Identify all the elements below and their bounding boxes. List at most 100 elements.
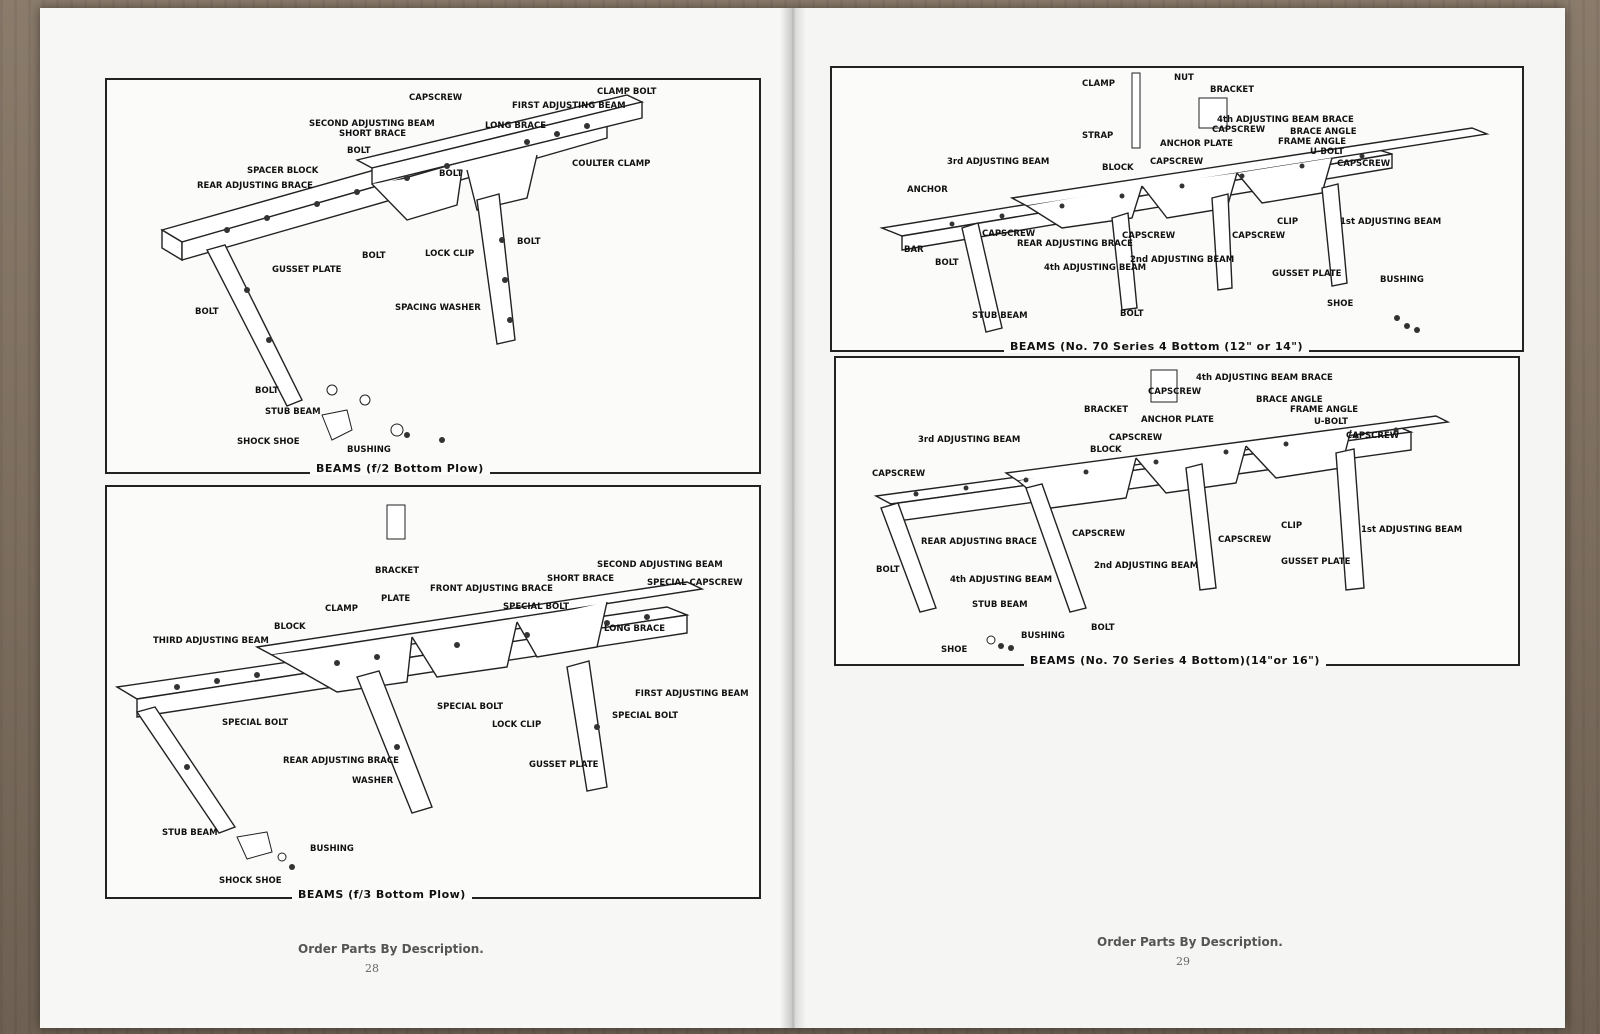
label-shock-shoe: SHOCK SHOE: [219, 876, 282, 886]
label-shoe: SHOE: [1327, 299, 1354, 309]
beam-assembly-illustration: [873, 369, 1451, 651]
page-number: 29: [1176, 955, 1190, 968]
label-capscrew: CAPSCREW: [1150, 157, 1204, 167]
label-rear-adjusting-brace: REAR ADJUSTING BRACE: [197, 181, 313, 191]
label-stub-beam: STUB BEAM: [162, 828, 218, 838]
label-capscrew: CAPSCREW: [1109, 433, 1163, 443]
label-bushing: BUSHING: [1021, 631, 1065, 641]
label-second-adjusting-beam: SECOND ADJUSTING BEAM: [597, 560, 723, 570]
label-special-bolt: SPECIAL BOLT: [437, 702, 504, 712]
label-stub-beam: STUB BEAM: [972, 311, 1028, 321]
label-4th-adjusting-beam-brace: 4th ADJUSTING BEAM BRACE: [1196, 373, 1333, 383]
label-capscrew: CAPSCREW: [1122, 231, 1176, 241]
open-parts-manual: CAPSCREW CLAMP BOLT FIRST ADJUSTING BEAM…: [40, 8, 1565, 1028]
label-coulter-clamp: COULTER CLAMP: [572, 159, 651, 169]
label-shock-shoe: SHOCK SHOE: [237, 437, 300, 447]
label-block: BLOCK: [274, 622, 306, 632]
label-bolt: BOLT: [255, 386, 279, 396]
label-bolt: BOLT: [439, 169, 463, 179]
label-2nd-adjusting-beam: 2nd ADJUSTING BEAM: [1130, 255, 1235, 265]
beam-assembly-illustration: [114, 504, 705, 870]
label-bar: BAR: [904, 245, 924, 255]
label-spacer-block: SPACER BLOCK: [247, 166, 319, 176]
diagram-frame-no70-12-14: CLAMP NUT BRACKET 4th ADJUSTING BEAM BRA…: [830, 66, 1524, 352]
book-gutter: [780, 8, 806, 1028]
label-block: BLOCK: [1102, 163, 1134, 173]
diagram-caption: BEAMS (No. 70 Series 4 Bottom)(14"or 16"…: [1024, 654, 1326, 667]
label-special-bolt: SPECIAL BOLT: [503, 602, 570, 612]
label-second-adjusting-beam: SECOND ADJUSTING BEAM: [309, 119, 435, 129]
label-bracket: BRACKET: [1084, 405, 1129, 415]
diagram-caption: BEAMS (f/3 Bottom Plow): [292, 888, 472, 901]
page-number: 28: [365, 962, 379, 975]
label-first-adjusting-beam: FIRST ADJUSTING BEAM: [512, 101, 626, 111]
label-3rd-adjusting-beam: 3rd ADJUSTING BEAM: [918, 435, 1021, 445]
label-bracket: BRACKET: [1210, 85, 1255, 95]
label-anchor-plate: ANCHOR PLATE: [1141, 415, 1214, 425]
label-nut: NUT: [1174, 73, 1194, 83]
right-page: CLAMP NUT BRACKET 4th ADJUSTING BEAM BRA…: [792, 8, 1565, 1028]
beam-assembly-illustration: [879, 72, 1490, 333]
label-lock-clip: LOCK CLIP: [425, 249, 475, 259]
label-capscrew: CAPSCREW: [1148, 387, 1202, 397]
label-stub-beam: STUB BEAM: [265, 407, 321, 417]
label-capscrew: CAPSCREW: [1218, 535, 1272, 545]
label-clamp: CLAMP: [325, 604, 358, 614]
label-clip: CLIP: [1281, 521, 1303, 531]
label-gusset-plate: GUSSET PLATE: [529, 760, 599, 770]
label-bolt: BOLT: [517, 237, 541, 247]
label-short-brace: SHORT BRACE: [339, 129, 407, 139]
label-bushing: BUSHING: [1380, 275, 1424, 285]
label-bushing: BUSHING: [347, 445, 391, 455]
label-front-adjusting-brace: FRONT ADJUSTING BRACE: [430, 584, 553, 594]
label-bushing: BUSHING: [310, 844, 354, 854]
label-1st-adjusting-beam: 1st ADJUSTING BEAM: [1361, 525, 1463, 535]
label-4th-adjusting-beam: 4th ADJUSTING BEAM: [950, 575, 1053, 585]
left-page: CAPSCREW CLAMP BOLT FIRST ADJUSTING BEAM…: [40, 8, 792, 1028]
label-u-bolt: U-BOLT: [1310, 147, 1344, 157]
label-long-brace: LONG BRACE: [485, 121, 547, 131]
label-bolt: BOLT: [1120, 309, 1144, 319]
diagram-frame-f2-bottom-plow: CAPSCREW CLAMP BOLT FIRST ADJUSTING BEAM…: [105, 78, 761, 474]
label-capscrew: CAPSCREW: [1212, 125, 1266, 135]
label-gusset-plate: GUSSET PLATE: [1272, 269, 1342, 279]
label-capscrew: CAPSCREW: [409, 93, 463, 103]
label-special-bolt: SPECIAL BOLT: [222, 718, 289, 728]
label-capscrew: CAPSCREW: [982, 229, 1036, 239]
label-long-brace: LONG BRACE: [604, 624, 666, 634]
order-parts-note: Order Parts By Description.: [1097, 935, 1283, 949]
label-gusset-plate: GUSSET PLATE: [272, 265, 342, 275]
diagram-frame-no70-14-16: 4th ADJUSTING BEAM BRACE CAPSCREW BRACKE…: [834, 356, 1520, 666]
label-bracket: BRACKET: [375, 566, 420, 576]
diagram-caption: BEAMS (f/2 Bottom Plow): [310, 462, 490, 475]
label-capscrew: CAPSCREW: [1346, 431, 1400, 441]
label-capscrew: CAPSCREW: [1337, 159, 1391, 169]
label-bolt: BOLT: [876, 565, 900, 575]
label-capscrew: CAPSCREW: [1072, 529, 1126, 539]
label-bolt: BOLT: [935, 258, 959, 268]
label-clamp: CLAMP: [1082, 79, 1115, 89]
label-spacing-washer: SPACING WASHER: [395, 303, 481, 313]
label-rear-adjusting-brace: REAR ADJUSTING BRACE: [283, 756, 399, 766]
label-anchor-plate: ANCHOR PLATE: [1160, 139, 1233, 149]
label-clip: CLIP: [1277, 217, 1299, 227]
label-capscrew: CAPSCREW: [1232, 231, 1286, 241]
beam-assembly-illustration: [160, 94, 645, 443]
label-bolt: BOLT: [1091, 623, 1115, 633]
label-shoe: SHOE: [941, 645, 968, 655]
label-lock-clip: LOCK CLIP: [492, 720, 542, 730]
label-strap: STRAP: [1082, 131, 1114, 141]
label-short-brace: SHORT BRACE: [547, 574, 615, 584]
label-4th-adjusting-beam-brace: 4th ADJUSTING BEAM BRACE: [1217, 115, 1354, 125]
label-1st-adjusting-beam: 1st ADJUSTING BEAM: [1340, 217, 1442, 227]
label-stub-beam: STUB BEAM: [972, 600, 1028, 610]
label-2nd-adjusting-beam: 2nd ADJUSTING BEAM: [1094, 561, 1199, 571]
label-capscrew: CAPSCREW: [872, 469, 926, 479]
label-anchor: ANCHOR: [907, 185, 948, 195]
label-bolt: BOLT: [362, 251, 386, 261]
label-special-bolt: SPECIAL BOLT: [612, 711, 679, 721]
label-bolt: BOLT: [347, 146, 371, 156]
label-frame-angle: FRAME ANGLE: [1290, 405, 1359, 415]
label-rear-adjusting-brace: REAR ADJUSTING BRACE: [1017, 239, 1133, 249]
label-frame-angle: FRAME ANGLE: [1278, 137, 1347, 147]
